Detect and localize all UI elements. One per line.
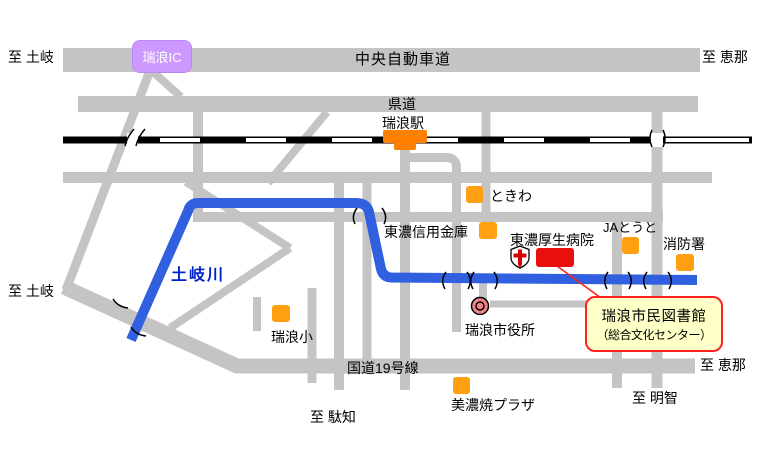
destination-ena-right: 至 恵那 [700,357,746,373]
destination-ena-top: 至 恵那 [702,49,748,65]
poi-marker-shinkin-bank [479,222,497,239]
railway-break-gap-2 [650,133,663,147]
railway-break-gap-1 [127,133,138,147]
hospital-icon [510,245,530,269]
destination-datchi: 至 駄知 [310,409,356,425]
bridge-icon [352,207,358,225]
station-marker [383,130,427,150]
bridge-icon [381,207,387,225]
destination-akechi: 至 明智 [632,390,678,406]
library-callout-subname: （総合文化センター） [596,328,712,342]
river-label: 土岐川 [171,267,226,284]
bridge-icon [627,271,632,290]
poi-label-tokiwa: ときわ [490,188,532,204]
railway-break-icon [649,129,653,148]
river-tokigawa [126,198,698,343]
poi-marker-fire-station [676,254,694,271]
bridge-icon [667,271,672,290]
bridge-icon [643,271,648,290]
destination-toki-left: 至 土岐 [8,283,54,299]
bridge-icon [442,271,447,290]
road-diagonal-southwest [167,244,293,332]
bridge-icon [604,271,609,290]
poi-label-elementary-school: 瑞浪小 [271,329,313,345]
bridge-marks [112,128,672,337]
road-vertical-corner [402,153,461,332]
poi-marker-tokiwa [466,186,483,203]
bridge-icon [493,271,498,290]
library-callout: 瑞浪市民図書館 （総合文化センター） [585,296,723,352]
poi-label-minoyaki-plaza: 美濃焼プラザ [451,397,535,413]
poi-marker-minoyaki-plaza [453,377,470,394]
poi-label-ja-touto: JAとうと [603,220,658,235]
poi-label-fire-station: 消防署 [663,236,705,252]
city-hall-icon [470,296,490,316]
poi-label-kosei-hospital: 東濃厚生病院 [510,232,594,248]
library-building-marker [536,248,574,267]
bridge-icon [112,298,129,309]
poi-label-shinkin-bank: 東濃信用金庫 [384,224,468,240]
interchange-label: 瑞浪IC [142,50,182,65]
poi-label-city-hall: 瑞浪市役所 [465,322,535,338]
road-ic-branch [148,67,184,100]
library-callout-name: 瑞浪市民図書館 [601,309,707,325]
expressway-label: 中央自動車道 [355,51,452,68]
road-diagonal-river-south [183,178,293,252]
prefectural-road-label: 県道 [388,96,416,112]
railway-break-icon [662,129,666,148]
road-diagonal-station-west [264,109,331,186]
poi-marker-ja-touto [622,237,639,254]
route19-label: 国道19号線 [347,360,419,376]
railway-break-icon [135,128,146,147]
callout-leader-line [556,265,602,299]
road-ic-diagonal [61,66,156,292]
interchange-badge: 瑞浪IC [132,40,192,73]
bridge-icon [130,326,147,337]
station-label: 瑞浪駅 [382,115,424,131]
railway-break-icon [124,128,135,147]
road-route19 [60,280,695,374]
destination-toki-top: 至 土岐 [8,49,54,65]
road-network [60,48,712,390]
poi-marker-elementary-school [272,305,290,322]
bridge-icon [470,271,475,290]
